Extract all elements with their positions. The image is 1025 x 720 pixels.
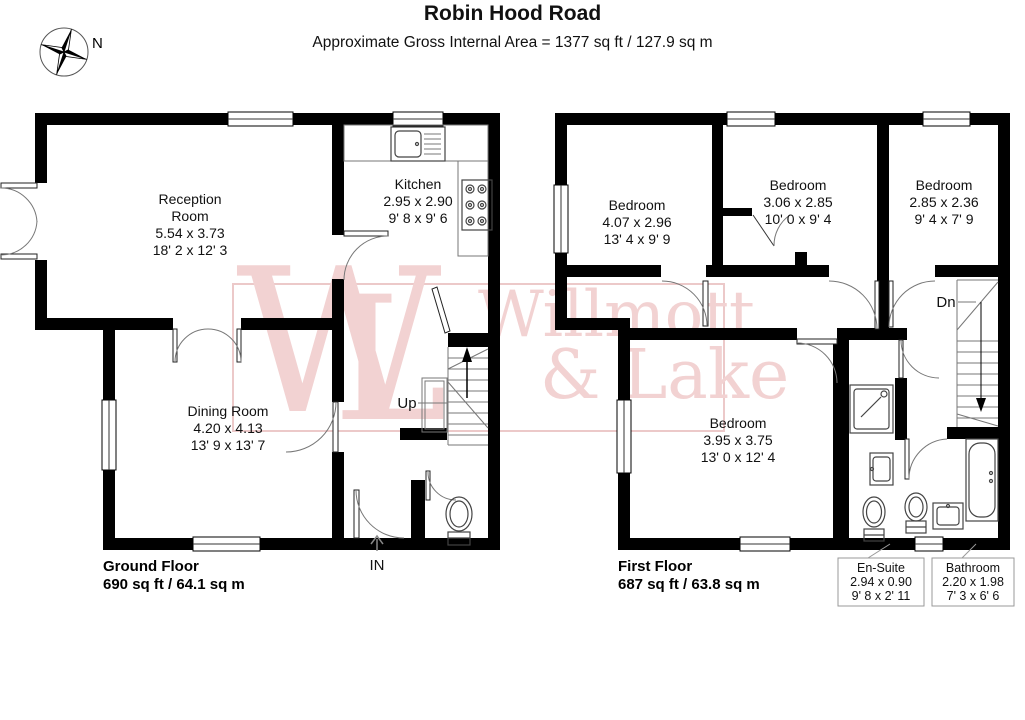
- window: [726, 111, 776, 127]
- dining-room-label: Dining Room 4.20 x 4.13 13' 9 x 13' 7: [188, 403, 269, 453]
- room-dims-metric: 2.95 x 2.90: [383, 193, 452, 209]
- reception-room-label: Reception Room 5.54 x 3.73 18' 2 x 12' 3: [153, 191, 228, 258]
- stairs-up-label: Up: [397, 395, 416, 412]
- toilet-icon: [904, 492, 928, 534]
- bedroom1-label: Bedroom 4.07 x 2.96 13' 4 x 9' 9: [602, 197, 671, 247]
- entrance-door-swing: [353, 489, 405, 539]
- room-name: Bathroom: [946, 561, 1000, 575]
- door-swing: [904, 438, 948, 480]
- room-dims-imperial: 13' 9 x 13' 7: [191, 437, 266, 453]
- room-dims-metric: 3.95 x 3.75: [703, 432, 772, 448]
- toilet-icon: [445, 496, 473, 546]
- window: [101, 399, 117, 471]
- watermark-name-line2: & Lake: [540, 336, 790, 415]
- room-name: Bedroom: [770, 177, 827, 193]
- ground-floor-plan: Up IN Reception Room 5.54 x 3.73 18' 2 x…: [0, 111, 500, 593]
- door-swing: [828, 280, 880, 330]
- stairs-up: [418, 347, 489, 446]
- room-name: Kitchen: [395, 176, 442, 192]
- ground-floor-area: 690 sq ft / 64.1 sq m: [103, 576, 245, 593]
- bedroom3-label: Bedroom 2.85 x 2.36 9' 4 x 7' 9: [909, 177, 978, 227]
- window: [914, 536, 944, 552]
- window: [192, 536, 261, 552]
- double-door-swing: [172, 328, 242, 363]
- door-swing: [661, 280, 709, 327]
- stairs-down: [956, 279, 999, 427]
- room-dims-metric: 4.07 x 2.96: [602, 214, 671, 230]
- window: [739, 536, 791, 552]
- ground-floor-walls: [35, 113, 500, 550]
- bathtub-icon: [965, 438, 999, 522]
- bedroom2-label: Bedroom 3.06 x 2.85 10' 0 x 9' 4: [763, 177, 832, 227]
- closet-door: [752, 214, 791, 247]
- toilet-icon: [862, 496, 886, 542]
- french-doors: [0, 182, 49, 260]
- window: [922, 111, 971, 127]
- window: [616, 399, 632, 474]
- room-dims-imperial: 13' 4 x 9' 9: [604, 231, 671, 247]
- room-dims-imperial: 10' 0 x 9' 4: [765, 211, 832, 227]
- bedroom4-label: Bedroom 3.95 x 3.75 13' 0 x 12' 4: [701, 415, 776, 465]
- first-floor-plan: Dn: [553, 111, 1015, 607]
- room-dims-metric: 2.20 x 1.98: [942, 575, 1004, 589]
- door-swing: [285, 401, 339, 453]
- watermark-monogram-l: L: [333, 259, 448, 460]
- basin-icon: [932, 502, 964, 530]
- room-dims-imperial: 9' 4 x 7' 9: [914, 211, 973, 227]
- room-name: Reception: [158, 191, 221, 207]
- page-subtitle: Approximate Gross Internal Area = 1377 s…: [312, 34, 713, 51]
- window: [392, 111, 444, 127]
- ground-floor-windows: [101, 111, 444, 552]
- room-dims-imperial: 9' 8 x 2' 11: [852, 589, 911, 603]
- entrance-label: IN: [370, 557, 385, 574]
- page-title: Robin Hood Road: [423, 2, 602, 25]
- room-dims-metric: 5.54 x 3.73: [155, 225, 224, 241]
- first-floor-walls: [555, 113, 1010, 550]
- compass-north-label: N: [92, 35, 103, 52]
- room-dims-metric: 4.20 x 4.13: [193, 420, 262, 436]
- stair-hall-door: [431, 286, 451, 334]
- first-floor-title: First Floor: [618, 558, 692, 575]
- room-dims-metric: 2.94 x 0.90: [850, 575, 912, 589]
- door-swing: [888, 280, 936, 328]
- wc-door-swing: [425, 470, 457, 501]
- room-name: Bedroom: [916, 177, 973, 193]
- hob-icon: [461, 179, 493, 231]
- room-name: Dining Room: [188, 403, 269, 419]
- stairs-down-label: Dn: [936, 294, 955, 311]
- shower-icon: [849, 384, 894, 434]
- basin-icon: [869, 452, 894, 486]
- room-dims-metric: 2.85 x 2.36: [909, 194, 978, 210]
- room-dims-metric: 3.06 x 2.85: [763, 194, 832, 210]
- door-swing: [343, 230, 389, 281]
- watermark-border: [232, 283, 725, 432]
- room-dims-imperial: 13' 0 x 12' 4: [701, 449, 776, 465]
- compass-icon: N: [39, 27, 103, 77]
- room-name: Bedroom: [609, 197, 666, 213]
- ensuite-callout: En-Suite 2.94 x 0.90 9' 8 x 2' 11: [837, 543, 925, 607]
- room-dims-imperial: 18' 2 x 12' 3: [153, 242, 228, 258]
- window: [553, 184, 569, 254]
- kitchen-label: Kitchen 2.95 x 2.90 9' 8 x 9' 6: [383, 176, 452, 226]
- window: [227, 111, 294, 127]
- room-dims-imperial: 7' 3 x 6' 6: [947, 589, 1000, 603]
- kitchen-sink-icon: [390, 126, 446, 162]
- entrance-arrow-icon: [370, 534, 384, 551]
- room-dims-imperial: 9' 8 x 9' 6: [388, 210, 447, 226]
- room-name: Room: [171, 208, 208, 224]
- room-name: Bedroom: [710, 415, 767, 431]
- first-floor-windows: [553, 111, 971, 552]
- door-swing: [898, 339, 940, 379]
- door-swing: [796, 338, 838, 384]
- bathroom-callout: Bathroom 2.20 x 1.98 7' 3 x 6' 6: [931, 543, 1015, 607]
- room-name: En-Suite: [857, 561, 905, 575]
- ground-floor-title: Ground Floor: [103, 558, 199, 575]
- first-floor-area: 687 sq ft / 63.8 sq m: [618, 576, 760, 593]
